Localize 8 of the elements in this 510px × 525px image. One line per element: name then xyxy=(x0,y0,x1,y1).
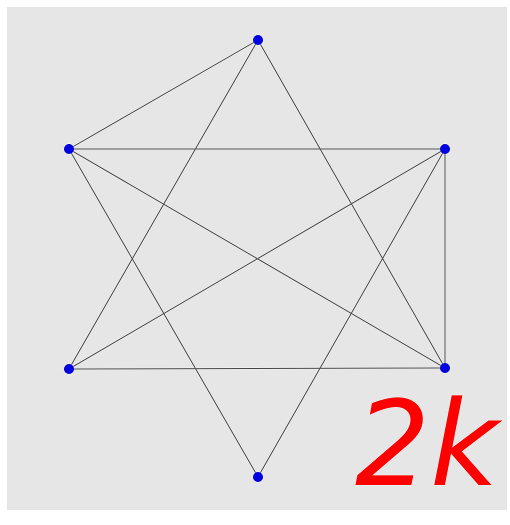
graph-edge xyxy=(260,152,444,474)
graph-edge xyxy=(74,148,440,150)
graph-edge xyxy=(260,44,444,364)
graph-edge xyxy=(71,44,256,366)
graph-edge xyxy=(71,152,256,474)
graph-edge xyxy=(72,42,254,147)
graph-edge xyxy=(74,368,440,370)
graph-edge xyxy=(444,154,446,364)
